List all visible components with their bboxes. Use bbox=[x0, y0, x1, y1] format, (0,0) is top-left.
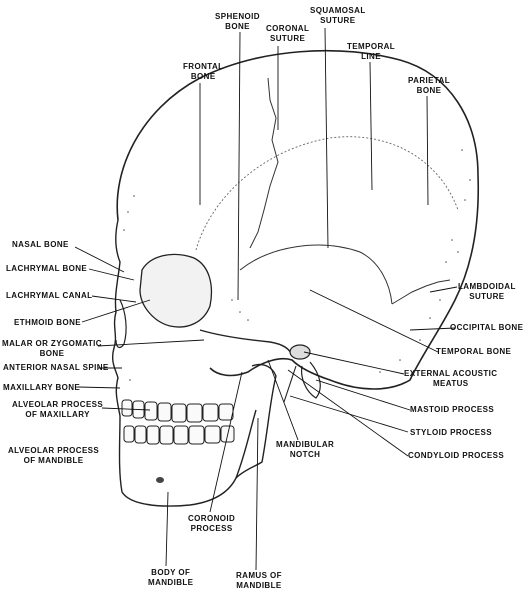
label-mastoid-process: MASTOID PROCESS bbox=[410, 405, 495, 414]
cranium-outline bbox=[116, 49, 480, 390]
mastoid-process bbox=[301, 361, 321, 399]
mental-foramen bbox=[156, 477, 164, 483]
label-condyloid-process: CONDYLOID PROCESS bbox=[408, 451, 505, 460]
external-acoustic-meatus bbox=[289, 344, 311, 360]
styloid-process-shape bbox=[283, 365, 297, 403]
coronal-suture bbox=[249, 77, 279, 249]
upper-teeth bbox=[121, 399, 234, 423]
label-lachrymal-canal: LACHRYMAL CANAL bbox=[6, 291, 93, 300]
nasal-cavity bbox=[115, 299, 127, 349]
label-occipital-bone: OCCIPITAL BONE bbox=[450, 323, 524, 332]
label-maxillary-bone: MAXILLARY BONE bbox=[3, 383, 81, 392]
label-anterior-nasal-spine: ANTERIOR NASAL SPINE bbox=[3, 363, 109, 372]
zygomatic-arch bbox=[199, 329, 293, 357]
mandible-ramus bbox=[235, 363, 277, 479]
leader-lines bbox=[74, 27, 458, 571]
stipple-shading bbox=[123, 149, 471, 381]
label-styloid-process: STYLOID PROCESS bbox=[410, 428, 493, 437]
label-nasal-bone: NASAL BONE bbox=[12, 240, 69, 249]
orbit bbox=[139, 253, 213, 328]
squamosal-suture bbox=[239, 244, 393, 305]
label-lachrymal-bone: LACHRYMAL BONE bbox=[6, 264, 88, 273]
label-ethmoid-bone: ETHMOID BONE bbox=[14, 318, 82, 327]
label-temporal-bone: TEMPORAL BONE bbox=[436, 347, 512, 356]
lambdoidal-suture bbox=[391, 279, 451, 305]
face-outline bbox=[111, 219, 257, 507]
lower-teeth bbox=[123, 425, 235, 445]
